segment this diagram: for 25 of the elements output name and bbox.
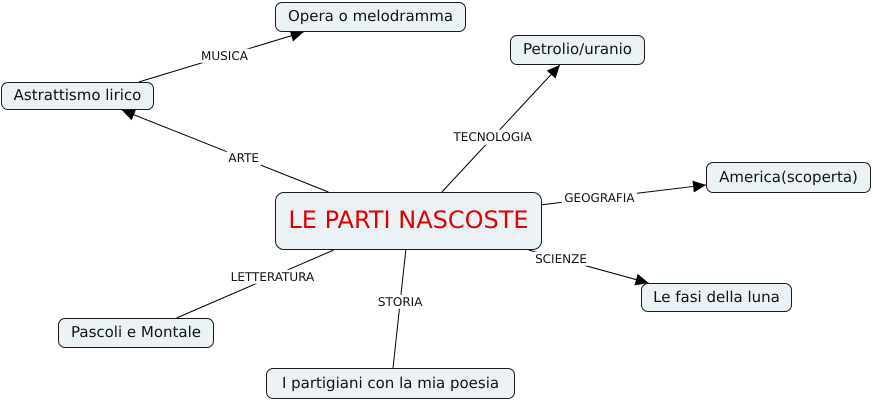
edge-label: TECNOLOGIA	[451, 130, 534, 145]
edge-label: SCIENZE	[533, 252, 589, 266]
concept-text: I partigiani con la mia poesia	[282, 374, 500, 392]
concept-text: America(scoperta)	[719, 168, 858, 186]
edge-label: STORIA	[376, 294, 424, 310]
concept-box	[510, 35, 645, 65]
concept-text: LE PARTI NASCOSTE	[288, 207, 529, 235]
edge-label: LETTERATURA	[228, 269, 316, 284]
concept-box	[706, 162, 871, 193]
connector-line	[392, 250, 406, 368]
central-concept-box	[275, 192, 542, 250]
concept-text: Petrolio/uranio	[523, 41, 632, 59]
arrow	[441, 64, 560, 192]
concept-box	[58, 318, 214, 348]
edge-label: ARTE	[226, 151, 262, 166]
concept-text: Pascoli e Montale	[71, 324, 201, 342]
concept-box	[641, 283, 792, 312]
concept-text: Le fasi della luna	[653, 288, 780, 306]
edge-label: MUSICA	[199, 48, 250, 64]
concept-text: Astrattismo lirico	[14, 87, 142, 105]
concept-box	[266, 368, 515, 399]
concept-box	[275, 2, 466, 32]
concept-text: Opera o melodramma	[288, 8, 454, 26]
concept-box	[1, 82, 154, 110]
edge-label: GEOGRAFIA	[562, 190, 637, 205]
